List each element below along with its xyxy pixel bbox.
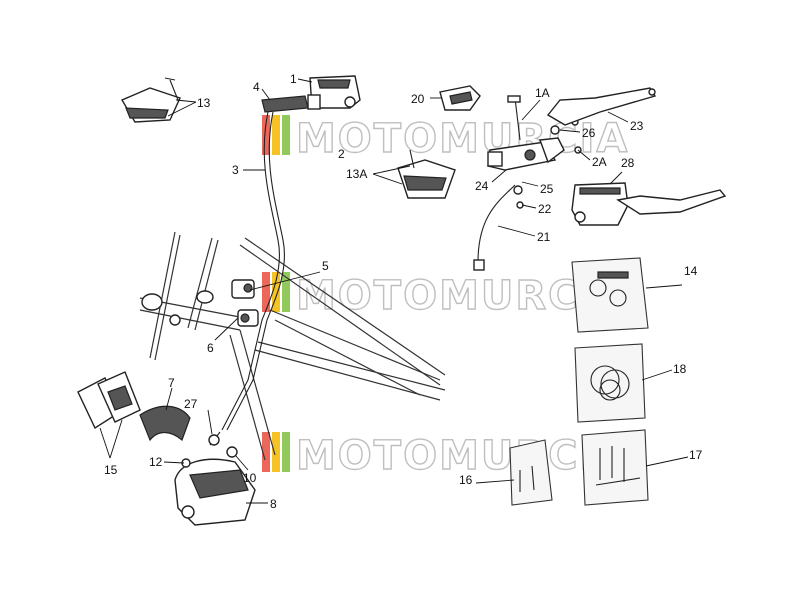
callout-6: 6 [207, 341, 214, 355]
callout-labels: 1 1A 2 2A 3 4 5 6 7 8 10 12 13 13A 14 15… [99, 72, 703, 511]
callout-28: 28 [621, 156, 635, 170]
master-cylinder-28 [571, 182, 727, 226]
brake-caliper-8 [174, 431, 256, 526]
callout-1A: 1A [535, 86, 550, 100]
callout-13A: 13A [346, 167, 367, 181]
brake-pads-15 [77, 371, 141, 430]
hose-grip-4 [261, 95, 309, 113]
callout-13: 13 [197, 96, 211, 110]
clamp-block-20 [439, 85, 481, 111]
master-cylinder-cover-13 [120, 77, 181, 123]
reservoir-cover-13A [397, 149, 456, 199]
callout-27: 27 [184, 397, 198, 411]
lever-23 [546, 87, 657, 126]
callout-12: 12 [149, 455, 163, 469]
seal-kit-bag-18 [574, 343, 646, 423]
callout-2A: 2A [592, 155, 607, 169]
callout-24: 24 [475, 179, 489, 193]
callout-16: 16 [459, 473, 473, 487]
watermark-text: MOTOMURCIA [296, 116, 629, 162]
watermark-bottom: MOTOMURCIA [262, 432, 629, 480]
callout-21: 21 [537, 230, 551, 244]
callout-17: 17 [689, 448, 703, 462]
callout-3: 3 [232, 163, 239, 177]
brake-pad-7 [139, 405, 191, 442]
brake-hose-3 [221, 111, 285, 431]
callout-25: 25 [540, 182, 554, 196]
seal-kit-bag-14 [571, 257, 649, 333]
small-parts-bag-16 [509, 439, 553, 506]
bolt-kit-bag-17 [581, 429, 649, 506]
callout-18: 18 [673, 362, 687, 376]
fluid-reservoir-1 [307, 75, 361, 110]
callout-20: 20 [411, 92, 425, 106]
watermark-text: MOTOMURCIA [296, 433, 629, 479]
watermark-middle: MOTOMURCIA [262, 272, 629, 320]
hose-clamps-6 [231, 279, 259, 327]
lever-assembly-1A [487, 95, 582, 171]
watermark-text: MOTOMURCIA [296, 273, 629, 319]
callout-5: 5 [322, 259, 329, 273]
frame-lines [139, 231, 446, 461]
callout-7: 7 [168, 376, 175, 390]
switch-cable-21 [473, 184, 524, 271]
callout-8: 8 [270, 497, 277, 511]
callout-4: 4 [253, 80, 260, 94]
callout-15: 15 [104, 463, 118, 477]
callout-1: 1 [290, 72, 297, 86]
callout-23: 23 [630, 119, 644, 133]
callout-26: 26 [582, 126, 596, 140]
callout-10: 10 [243, 471, 257, 485]
callout-2: 2 [338, 147, 345, 161]
callout-22: 22 [538, 202, 552, 216]
callout-14: 14 [684, 264, 698, 278]
